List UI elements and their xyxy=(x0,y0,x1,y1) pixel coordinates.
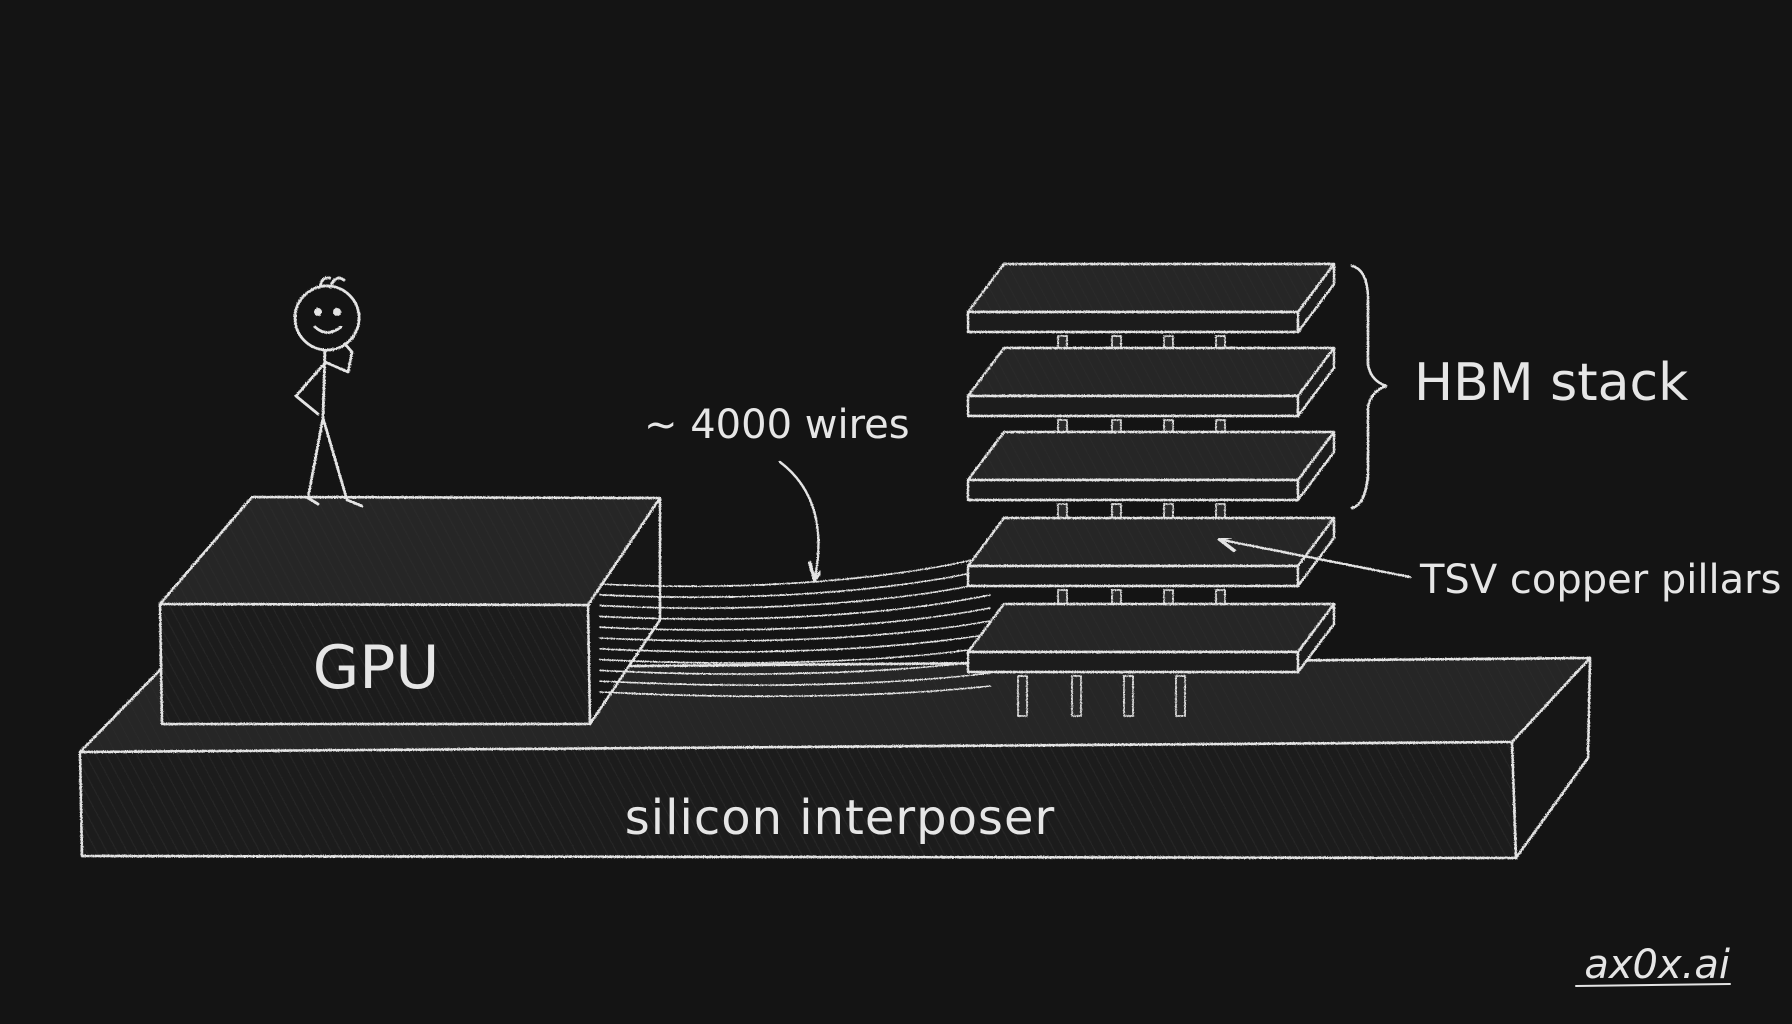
wire-strand xyxy=(599,607,991,631)
hbm-plate-side xyxy=(1296,602,1336,674)
stick-figure-leg-right xyxy=(321,416,364,508)
stick-figure-body xyxy=(321,348,327,420)
wire-strand xyxy=(599,672,991,686)
hbm-stack xyxy=(966,262,1336,717)
hbm-plate-hatch xyxy=(968,604,1334,652)
wire-strand xyxy=(599,633,991,653)
interposer-outline xyxy=(78,656,1592,860)
hbm-plate-front xyxy=(966,564,1300,588)
stick-figure-hair xyxy=(318,276,346,289)
wire-strand xyxy=(599,568,991,598)
gpu-side-face xyxy=(588,498,660,724)
hbm-brace xyxy=(1350,264,1388,510)
stick-figure-arm-left xyxy=(294,362,326,416)
stick-figure-eye-right xyxy=(332,307,341,316)
hbm-plate-front xyxy=(966,394,1300,418)
hbm-plate-front xyxy=(966,650,1300,674)
watermark: ax0x.ai xyxy=(1584,942,1730,988)
hbm-stack-label: HBM stack xyxy=(1414,353,1688,413)
tsv-pillar xyxy=(1123,675,1134,717)
gpu-die xyxy=(158,495,662,726)
interposer-front-hatch xyxy=(80,742,1516,858)
wires-arrow xyxy=(778,460,818,578)
hbm-plate-hatch xyxy=(968,264,1334,312)
stick-figure-head xyxy=(293,284,361,352)
gpu-label: GPU xyxy=(313,633,440,703)
wire-strand xyxy=(599,620,991,642)
watermark-underline xyxy=(1575,983,1731,987)
hbm-plate-front xyxy=(966,478,1300,502)
gpu-outline xyxy=(158,495,662,726)
wire-strand xyxy=(599,659,991,675)
stick-figure-arm-right xyxy=(323,342,354,374)
stick-figure xyxy=(293,276,364,508)
hbm-plate-front xyxy=(966,310,1300,334)
stick-figure-leg-left xyxy=(306,416,325,506)
gpu-top-hatch xyxy=(160,497,660,605)
interposer-side-face xyxy=(1512,658,1590,858)
tsv-label: TSV copper pillars xyxy=(1419,557,1781,603)
tsv-pillar xyxy=(1175,675,1186,717)
tsv-pointer-line xyxy=(1222,540,1412,579)
hbm-plate-hatch xyxy=(968,348,1334,396)
wires-label: ~ 4000 wires xyxy=(644,402,910,448)
tsv-pillar xyxy=(1017,675,1028,717)
hbm-plate-side xyxy=(1296,346,1336,418)
wire-strand xyxy=(599,581,991,609)
stick-figure-eye-left xyxy=(313,307,322,316)
tsv-pillar xyxy=(1071,675,1082,717)
hbm-plate-side xyxy=(1296,430,1336,502)
gpu-front-hatch xyxy=(160,604,590,724)
wire-strand xyxy=(599,646,991,664)
hbm-plate-side xyxy=(1296,516,1336,588)
wire-strand xyxy=(599,685,991,698)
hbm-plate-hatch xyxy=(968,518,1334,566)
interposer-label: silicon interposer xyxy=(625,790,1055,846)
hbm-plate-hatch xyxy=(968,432,1334,480)
stick-figure-smile xyxy=(313,325,343,334)
wire-strand xyxy=(599,594,991,620)
hbm-plate-side xyxy=(1296,262,1336,334)
